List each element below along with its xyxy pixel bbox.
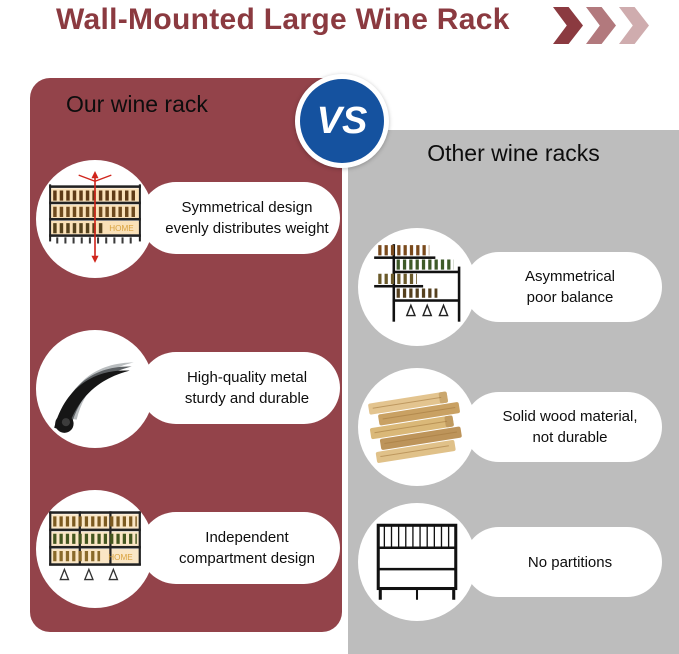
- chevron-right-icon: [586, 7, 616, 44]
- bare-rack-icon: [376, 523, 458, 600]
- right-feature-2-label: Solid wood material, not durable: [502, 408, 638, 446]
- asymmetrical-rack-icon: [374, 244, 461, 322]
- right-feature-3-pill: No partitions: [464, 527, 662, 597]
- left-feature-3-pill: Independent compartment design: [140, 512, 340, 584]
- right-panel-title: Other wine racks: [427, 140, 600, 166]
- rack-home-text: HOME: [108, 553, 133, 562]
- wood-planks-icon: [368, 391, 462, 463]
- right-feature-1-pill: Asymmetrical poor balance: [464, 252, 662, 322]
- right-feature-2-pill: Solid wood material, not durable: [464, 392, 662, 462]
- vs-badge: VS: [295, 74, 389, 168]
- left-feature-3-image: HOME: [36, 490, 154, 608]
- right-feature-3-image: [358, 503, 476, 621]
- left-feature-2-image: [36, 330, 154, 448]
- page-title: Wall-Mounted Large Wine Rack: [56, 3, 510, 36]
- left-feature-1-pill: Symmetrical design evenly distributes we…: [140, 182, 340, 254]
- left-feature-1-label: Symmetrical design evenly distributes we…: [165, 199, 329, 237]
- right-feature-3-label: No partitions: [527, 553, 613, 571]
- right-feature-1-image: [358, 228, 476, 346]
- left-feature-2-pill: High-quality metal sturdy and durable: [140, 352, 340, 424]
- vs-label: VS: [316, 99, 368, 142]
- chevron-right-icon: [553, 7, 583, 44]
- left-feature-1-image: HOME: [36, 160, 154, 278]
- left-feature-2-label: High-quality metal sturdy and durable: [184, 369, 310, 407]
- right-feature-1-label: Asymmetrical poor balance: [524, 268, 615, 306]
- chevron-arrows: [553, 7, 649, 44]
- rack-home-text: HOME: [109, 224, 134, 233]
- right-feature-2-image: [358, 368, 476, 486]
- metal-sheet-icon: [54, 362, 134, 433]
- chevron-right-icon: [619, 7, 649, 44]
- symmetrical-rack-icon: HOME: [49, 171, 141, 263]
- compartment-rack-icon: HOME: [49, 511, 141, 581]
- left-panel-title: Our wine rack: [66, 91, 208, 117]
- left-feature-3-label: Independent compartment design: [179, 529, 315, 567]
